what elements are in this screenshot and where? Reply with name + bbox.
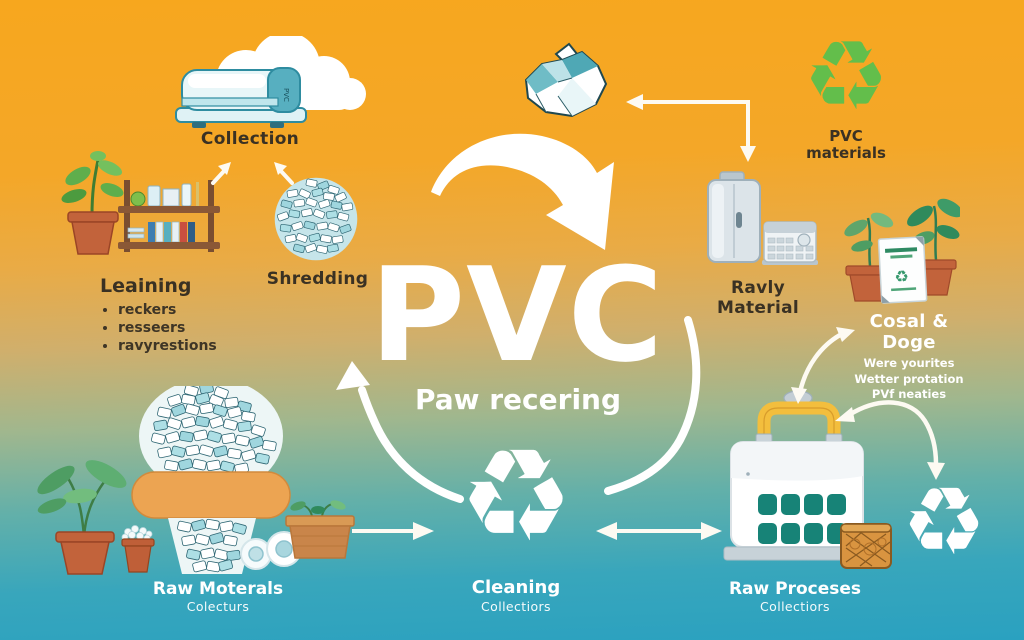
learning-bullet: reckers xyxy=(118,302,268,319)
shredder-machine-icon: PVC xyxy=(172,66,312,130)
collection-label: Collection xyxy=(200,129,300,149)
planter-box-icon xyxy=(282,496,358,570)
cleaning-recycle-icon: ♻ xyxy=(458,422,574,571)
arrow-raw-to-cleaning xyxy=(352,522,434,540)
plants-certificate-icon: ♻ xyxy=(838,190,960,305)
note-line: PVf neaties xyxy=(871,386,947,401)
page-subtitle: Paw recering xyxy=(414,383,622,416)
arrow-cleaning-machine-double xyxy=(596,522,722,540)
cleaning-label: Cleaning xyxy=(471,577,561,598)
arrow-cycle-top xyxy=(431,133,614,250)
note-line: Were yourites xyxy=(863,356,955,371)
arrow-bag-material-elbow xyxy=(626,94,756,162)
learning-bullet: ravyrestions xyxy=(118,338,268,355)
learning-heading: Leaining xyxy=(100,275,192,297)
shredded-plastic-pile-icon xyxy=(268,174,364,264)
note-line: Wetter protation xyxy=(854,371,964,386)
raw-processes-label: Raw Proceses xyxy=(728,579,862,599)
raw-materials-sublabel: Colecturs xyxy=(186,599,250,614)
cleaning-sublabel: Collectiors xyxy=(481,599,551,614)
output-recycle-icon: ♻ xyxy=(901,468,987,577)
raw-processes-sublabel: Collectiors xyxy=(760,599,830,614)
pvc-materials-recycle-icon: ♻ xyxy=(802,20,890,132)
plant-pot-icon xyxy=(28,444,136,576)
raw-materials-label: Raw Moterals xyxy=(152,579,284,599)
basket-icon xyxy=(838,516,896,572)
learning-bullets: reckers resseers ravyrestions xyxy=(102,302,268,356)
bookshelf-icon xyxy=(116,176,222,256)
storage-unit-icon xyxy=(700,170,822,272)
note-block: Cosal & Doge Were yourites Wetter protat… xyxy=(842,311,976,401)
svg-text:♻: ♻ xyxy=(894,267,909,287)
crumpled-plastic-icon xyxy=(514,40,609,132)
plant-pot-icon xyxy=(52,146,130,256)
shredding-label: Shredding xyxy=(266,269,369,289)
pvc-materials-label: PVC materials xyxy=(806,127,886,163)
note-heading: Cosal & Doge xyxy=(869,311,949,353)
raw-materials-mound-icon xyxy=(130,386,292,578)
svg-text:PVC: PVC xyxy=(282,88,290,102)
ravly-material-label: Ravly Material xyxy=(717,278,799,318)
page-title: PVC xyxy=(369,239,665,391)
granules-pot-icon xyxy=(116,522,160,576)
learning-bullet: resseers xyxy=(118,320,268,337)
